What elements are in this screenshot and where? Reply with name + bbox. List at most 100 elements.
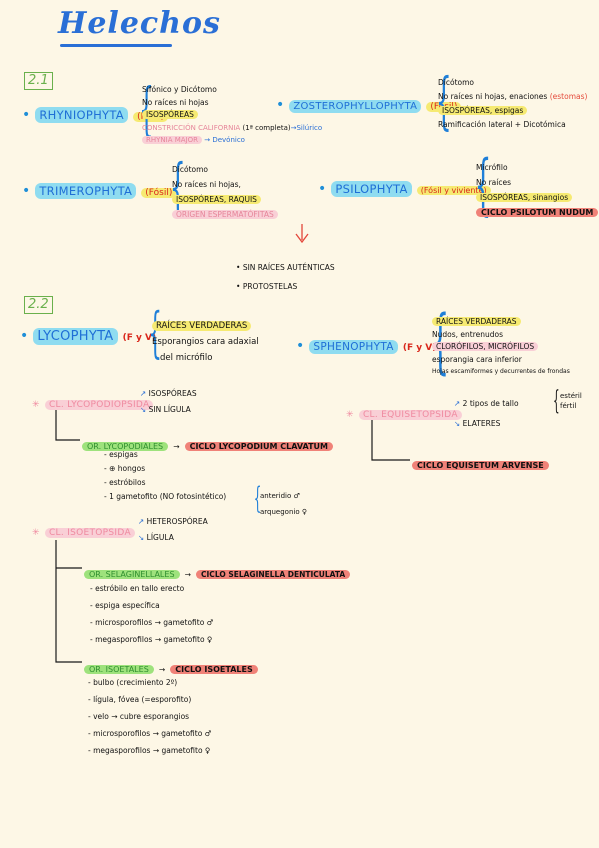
isoetales-details: - bulbo (crecimiento 2º) - lígula, fóvea… bbox=[88, 678, 212, 755]
arrow-icon: ↘ bbox=[454, 419, 463, 428]
gam-item: anteridio ♂ bbox=[260, 492, 300, 500]
detail-item: megasporofilos → gametofito ♀ bbox=[95, 635, 213, 644]
psilophyta-tag: (Fósil y viviente) bbox=[416, 186, 491, 195]
common-notes: • SIN RAÍCES AUTÉNTICAS • PROTOSTELAS bbox=[236, 258, 335, 296]
list-item: del micrófilo bbox=[160, 353, 213, 363]
detail-item: megasporofilos → gametofito ♀ bbox=[93, 746, 211, 755]
gam-item: arquegonio ♀ bbox=[260, 508, 307, 516]
arrow-icon: ↗ bbox=[138, 517, 147, 526]
class-isoetopsida: ✳ CL. ISOETOPSIDA bbox=[32, 520, 135, 539]
sphenophyta-tag: (F y V) bbox=[402, 343, 437, 353]
lycophyta-tag: (F y V) bbox=[122, 333, 157, 343]
section-2-1-label: 2.1 bbox=[24, 72, 53, 90]
bullet-icon: • bbox=[236, 282, 243, 291]
list-item: Ramificación lateral + Dicotómica bbox=[438, 120, 566, 129]
stem-types: estéril fértil bbox=[560, 391, 582, 411]
stem-item: estéril bbox=[560, 392, 582, 400]
bullet-icon: • bbox=[22, 183, 31, 199]
arrow-icon: → bbox=[184, 570, 191, 579]
arrow-icon: ↗ bbox=[140, 389, 149, 398]
class-equisetopsida: ✳ CL. EQUISETOPSIDA bbox=[346, 402, 462, 421]
arrow-icon: → bbox=[158, 665, 166, 674]
trimerophyta-heading: • TRIMEROPHYTA (Fósil) bbox=[22, 180, 177, 199]
asterisk-icon: ✳ bbox=[32, 400, 40, 410]
list-item: Nudos, entrenudos bbox=[432, 329, 503, 339]
list-item: Dicótomo bbox=[172, 165, 208, 174]
order-lycopodiales-row: OR. LYCOPODIALES → CICLO LYCOPODIUM CLAV… bbox=[82, 434, 333, 453]
section-2-2-label: 2.2 bbox=[24, 296, 53, 314]
lycopodiales-details: - espigas - ⊕ hongos - estróbilos - 1 ga… bbox=[104, 450, 227, 501]
cutina-result: Silúrico bbox=[296, 123, 323, 132]
list-item: Sifónico y Dicótomo bbox=[142, 85, 217, 94]
equisetopsida-traits: ↗ 2 tipos de tallo ↘ ELATERES bbox=[454, 394, 519, 434]
zosterophyllophyta-heading: • ZOSTEROPHYLLOPHYTA (Fósil) bbox=[276, 94, 462, 113]
arrow-icon: → bbox=[204, 136, 211, 144]
detail-item: velo → cubre esporangios bbox=[93, 712, 190, 721]
trait-item: 2 tipos de tallo bbox=[462, 399, 519, 408]
lycopodium-cycle-badge: CICLO LYCOPODIUM CLAVATUM bbox=[184, 442, 333, 451]
rhyniophyta-list: Sifónico y Dicótomo No raíces ni hojas I… bbox=[142, 84, 322, 147]
brace-icon: { bbox=[552, 386, 560, 416]
note-sin-raices: SIN RAÍCES AUTÉNTICAS bbox=[242, 263, 335, 272]
bullet-icon: • bbox=[276, 97, 285, 113]
list-item: ISOSPÓREAS bbox=[142, 110, 198, 119]
tree-line-lycopodiales bbox=[55, 410, 80, 441]
rhyniophyta-name: RHYNIOPHYTA bbox=[35, 107, 128, 123]
zosterophyllophyta-name: ZOSTEROPHYLLOPHYTA bbox=[289, 100, 422, 113]
trait-item: LÍGULA bbox=[146, 533, 174, 542]
list-item-note: (estomas) bbox=[549, 92, 588, 101]
trait-item: HETEROSPÓREA bbox=[146, 517, 208, 526]
detail-item: espigas bbox=[109, 450, 138, 459]
tree-line-equisetum bbox=[371, 413, 410, 461]
arrow-icon: ↘ bbox=[138, 533, 147, 542]
psilophyta-heading: • PSILOPHYTA (Fósil y viviente) bbox=[318, 178, 491, 197]
bullet-icon: • bbox=[296, 338, 305, 354]
lycopodiopsida-traits: ↗ ISOSPÓREAS ↘ SIN LÍGULA bbox=[140, 386, 197, 418]
list-item: CLORÓFILOS, MICRÓFILOS bbox=[432, 342, 539, 351]
equisetum-cycle-badge: CICLO EQUISETUM ARVENSE bbox=[412, 461, 549, 470]
zosterophyllophyta-list: Dicótomo No raíces ni hojas, enaciones (… bbox=[438, 76, 587, 132]
brace-icon: { bbox=[253, 481, 262, 516]
list-item: RAÍCES VERDADERAS bbox=[432, 317, 521, 326]
detail-item: bulbo (crecimiento 2º) bbox=[93, 678, 178, 687]
isoetopsida-name: CL. ISOETOPSIDA bbox=[44, 528, 135, 538]
equisetum-cycle-row: CICLO EQUISETUM ARVENSE bbox=[412, 453, 549, 472]
sphenophyta-heading: • SPHENOPHYTA (F y V) bbox=[296, 335, 436, 354]
trait-item: ELATERES bbox=[462, 419, 501, 428]
trimerophyta-name: TRIMEROPHYTA bbox=[35, 183, 137, 199]
asterisk-icon: ✳ bbox=[32, 528, 40, 538]
bullet-icon: • bbox=[236, 263, 243, 272]
lycopodiales-name: OR. LYCOPODIALES bbox=[82, 442, 169, 451]
brace-icon: { bbox=[139, 75, 154, 143]
detail-item: microsporofilos → gametofito ♂ bbox=[95, 618, 214, 627]
trimerophyta-list: Dicótomo No raíces ni hojas, ISOSPÓREAS,… bbox=[172, 162, 278, 222]
list-item: Micrófilo bbox=[476, 163, 508, 172]
list-item: Esporangios cara adaxial bbox=[152, 337, 259, 347]
list-item: ISOSPÓREAS, RAQUIS bbox=[172, 195, 261, 204]
selaginella-cycle-badge: CICLO SELAGINELLA DENTICULATA bbox=[196, 570, 351, 579]
list-item: No raíces ni hojas bbox=[142, 97, 209, 107]
psilophyta-list: Micrófilo No raíces ISOSPÓREAS, sinangio… bbox=[476, 160, 599, 220]
detail-item: estróbilos bbox=[109, 478, 146, 487]
asterisk-icon: ✳ bbox=[346, 410, 354, 420]
selaginellales-name: OR. SELAGINELLALES bbox=[84, 570, 180, 579]
arrow-icon: ↘ bbox=[140, 405, 149, 414]
arrow-icon: → bbox=[173, 442, 180, 451]
list-item: RAÍCES VERDADERAS bbox=[152, 321, 252, 331]
list-item: ISOSPÓREAS, espigas bbox=[438, 106, 528, 115]
note-protostelas: PROTOSTELAS bbox=[242, 282, 298, 291]
list-item: Hojas escamiformes y decurrentes de fron… bbox=[432, 368, 570, 375]
class-lycopodiopsida: ✳ CL. LYCOPODIOPSIDA bbox=[32, 392, 154, 411]
title-underline bbox=[60, 44, 172, 47]
page-title: Helechos bbox=[58, 6, 221, 41]
detail-item: lígula, fóvea (=esporofito) bbox=[93, 695, 192, 704]
detail-item: microsporofilos → gametofito ♂ bbox=[93, 729, 212, 738]
sphenophyta-list: RAÍCES VERDADERAS Nudos, entrenudos CLOR… bbox=[432, 316, 570, 379]
list-item: No raíces ni hojas, enaciones bbox=[438, 92, 548, 101]
arrow-icon: ↗ bbox=[454, 399, 463, 408]
lycopodiopsida-name: CL. LYCOPODIOPSIDA bbox=[44, 400, 154, 410]
bullet-icon: • bbox=[318, 181, 327, 197]
arrow-icon: → bbox=[290, 123, 297, 132]
lycophyta-name: LYCOPHYTA bbox=[33, 328, 118, 345]
